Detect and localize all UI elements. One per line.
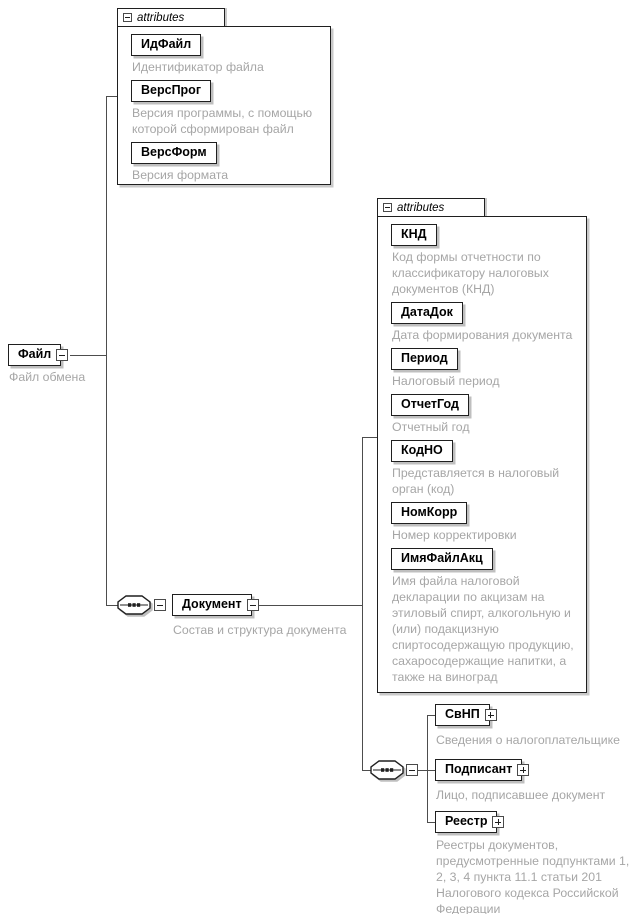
attribute-nomkorr[interactable]: НомКорр — [391, 502, 468, 524]
attribute-item: ИмяФайлАкц Имя файла налоговой деклараци… — [391, 548, 576, 685]
element-document[interactable]: Документ — [172, 594, 259, 616]
attribute-annotation: Отчетный год — [392, 420, 470, 434]
attributes-group-document: КНД Код формы отчетности по классификато… — [377, 216, 587, 693]
connector-line — [427, 822, 436, 823]
collapse-icon[interactable] — [123, 13, 132, 22]
connector-line — [362, 770, 372, 771]
collapse-icon[interactable] — [246, 599, 259, 611]
collapse-icon[interactable] — [154, 599, 166, 611]
element-svnp-label: СвНП — [445, 707, 480, 721]
attribute-item: ДатаДок Дата формирования документа — [391, 302, 576, 343]
sequence-icon[interactable] — [117, 595, 151, 615]
element-document-annotation: Состав и структура документа — [173, 623, 347, 637]
element-reestr-label: Реестр — [445, 814, 488, 828]
element-document-label: Документ — [182, 597, 242, 611]
attribute-annotation: Дата формирования документа — [392, 328, 573, 342]
connector-line — [106, 96, 107, 606]
element-reestr[interactable]: Реестр — [435, 811, 505, 833]
attribute-item: НомКорр Номер корректировки — [391, 502, 576, 543]
attribute-annotation: Номер корректировки — [392, 528, 517, 542]
element-svnp-annotation: Сведения о налогоплательщике — [436, 733, 620, 747]
attribute-versprog[interactable]: ВерсПрог — [131, 80, 212, 102]
attribute-otchetgod[interactable]: ОтчетГод — [391, 394, 469, 416]
expand-icon[interactable] — [492, 816, 505, 828]
attributes-tab-label: attributes — [137, 11, 185, 24]
attribute-annotation: Идентификатор файла — [132, 60, 264, 74]
attribute-idfile[interactable]: ИдФайл — [131, 34, 202, 56]
element-file-annotation: Файл обмена — [9, 370, 86, 384]
attribute-item: Период Налоговый период — [391, 348, 576, 389]
element-podpisant[interactable]: Подписант — [435, 759, 530, 781]
attribute-imyafileakc[interactable]: ИмяФайлАкц — [391, 548, 493, 570]
element-podpisant-label: Подписант — [445, 762, 513, 776]
attribute-item: ИдФайл Идентификатор файла — [131, 34, 320, 75]
attribute-item: ВерсФорм Версия формата — [131, 142, 320, 183]
attribute-item: КодНО Представляется в налоговый орган (… — [391, 440, 576, 497]
element-podpisant-annotation: Лицо, подписавшее документ — [436, 788, 606, 802]
attribute-annotation: Версия программы, с помощью которой сфор… — [132, 106, 313, 136]
connector-line — [106, 605, 119, 606]
attributes-tab-label: attributes — [397, 201, 445, 214]
element-svnp[interactable]: СвНП — [435, 704, 497, 726]
connector-line — [427, 715, 436, 716]
connector-line — [362, 437, 363, 771]
collapse-icon[interactable] — [56, 349, 69, 361]
attributes-group-file: ИдФайл Идентификатор файла ВерсПрог Верс… — [117, 26, 331, 185]
attribute-annotation: Налоговый период — [392, 374, 500, 388]
attribute-annotation: Код формы отчетности по классификатору н… — [392, 250, 549, 296]
expand-icon[interactable] — [484, 709, 497, 721]
collapse-icon[interactable] — [383, 203, 392, 212]
expand-icon[interactable] — [517, 764, 530, 776]
collapse-icon[interactable] — [406, 764, 418, 776]
attribute-knd[interactable]: КНД — [391, 224, 437, 246]
attribute-item: ВерсПрог Версия программы, с помощью кот… — [131, 80, 320, 137]
attributes-tab-file[interactable]: attributes — [117, 8, 225, 26]
attributes-tab-document[interactable]: attributes — [377, 198, 485, 216]
connector-line — [70, 355, 107, 356]
attribute-item: КНД Код формы отчетности по классификато… — [391, 224, 576, 297]
element-file-label: Файл — [18, 347, 52, 361]
connector-line — [416, 770, 436, 771]
attribute-annotation: Представляется в налоговый орган (код) — [392, 466, 560, 496]
attribute-datadok[interactable]: ДатаДок — [391, 302, 463, 324]
attribute-annotation: Версия формата — [132, 168, 229, 182]
connector-line — [248, 605, 363, 606]
attribute-versform[interactable]: ВерсФорм — [131, 142, 217, 164]
connector-line — [427, 715, 428, 823]
connector-line — [362, 437, 378, 438]
sequence-icon[interactable] — [370, 760, 404, 780]
attribute-item: ОтчетГод Отчетный год — [391, 394, 576, 435]
element-reestr-annotation: Реестры документов, предусмотренные подп… — [436, 838, 630, 914]
attribute-period[interactable]: Период — [391, 348, 458, 370]
attribute-kodno[interactable]: КодНО — [391, 440, 453, 462]
attribute-annotation: Имя файла налоговой декларации по акциза… — [392, 574, 574, 684]
connector-line — [106, 96, 118, 97]
element-file[interactable]: Файл — [8, 344, 69, 366]
